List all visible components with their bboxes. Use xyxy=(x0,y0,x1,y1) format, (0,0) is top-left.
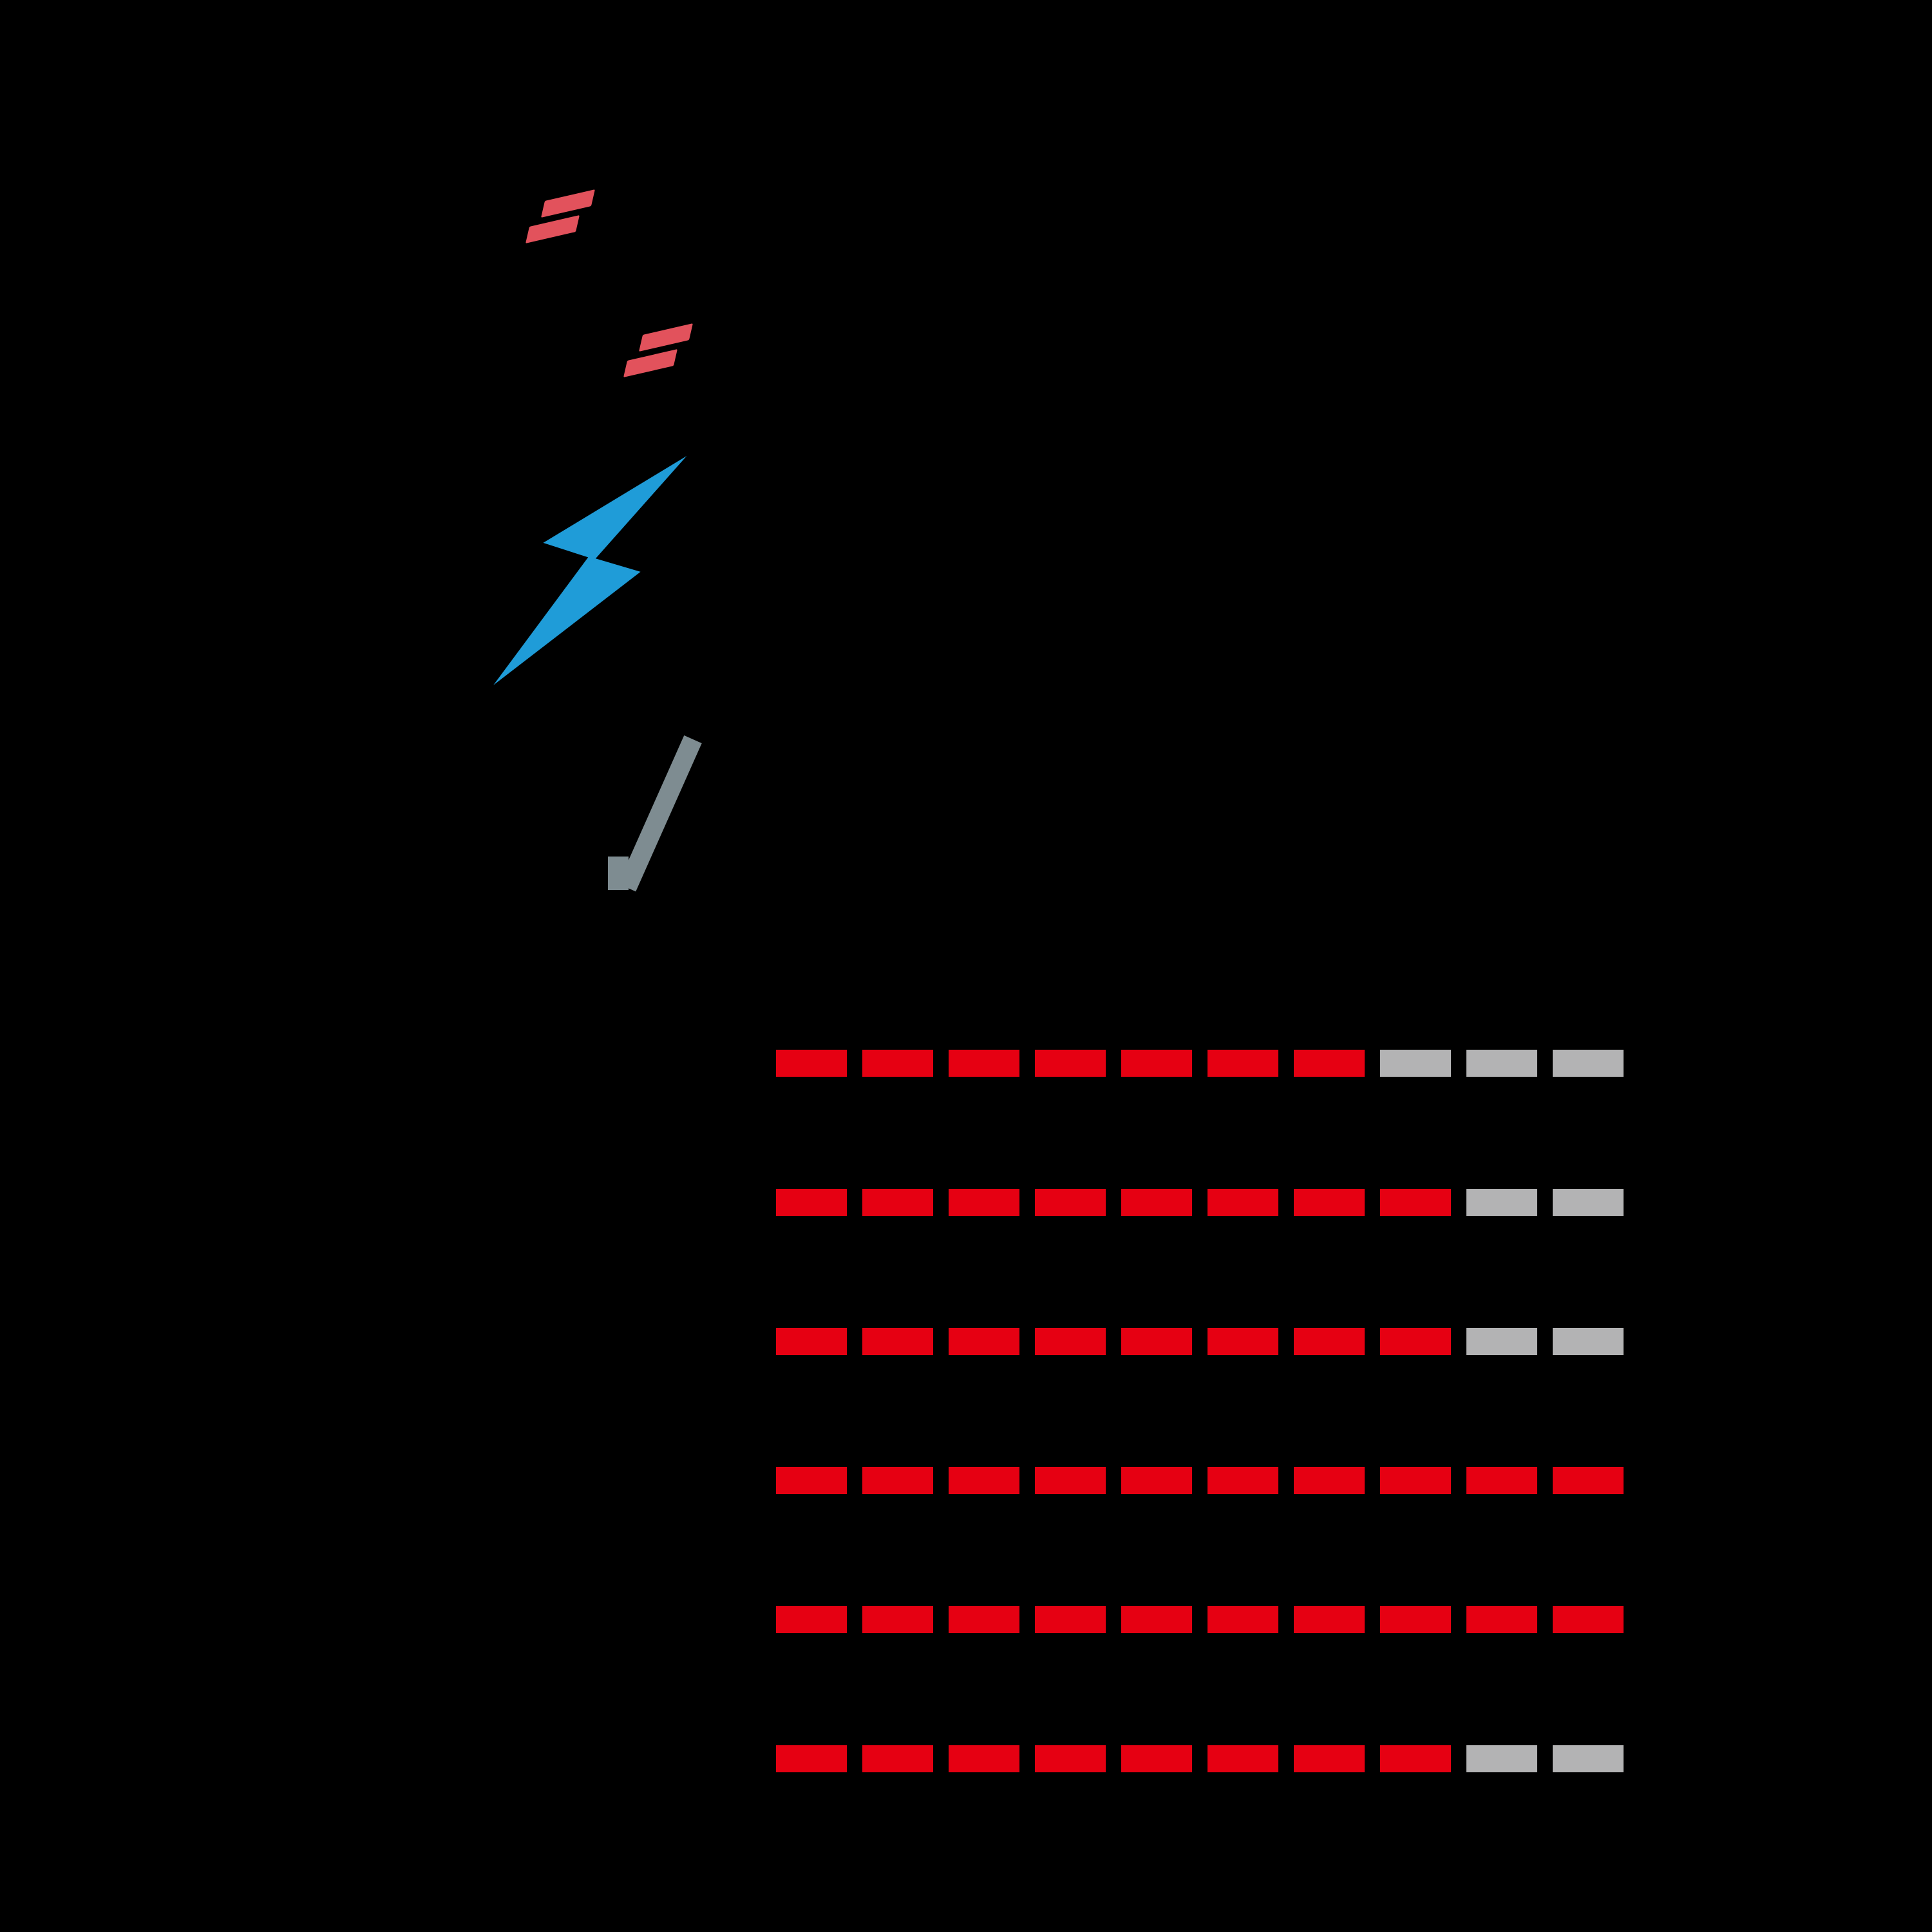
rating-segment-filled xyxy=(1121,1745,1192,1772)
rating-segment-filled xyxy=(1035,1050,1106,1077)
slash-bar xyxy=(618,735,702,892)
rating-segment-filled xyxy=(1553,1467,1624,1494)
speed-dashes-icon-2 xyxy=(623,323,702,381)
rating-segment-filled xyxy=(1294,1745,1365,1772)
rating-segment-empty xyxy=(1553,1050,1624,1077)
rating-segment-filled xyxy=(862,1189,933,1216)
dash-mark xyxy=(526,214,580,244)
rating-segment-filled xyxy=(1380,1328,1451,1355)
rating-segment-filled xyxy=(1208,1745,1278,1772)
rating-segment-filled xyxy=(1035,1467,1106,1494)
rating-segment-filled xyxy=(1035,1328,1106,1355)
speed-dashes-icon-1 xyxy=(526,189,604,247)
slash-icon xyxy=(580,734,721,908)
rating-segment-filled xyxy=(776,1467,847,1494)
rating-segment-filled xyxy=(776,1606,847,1633)
rating-segment-filled xyxy=(1208,1050,1278,1077)
dash-mark xyxy=(623,348,677,378)
rating-segment-filled xyxy=(1294,1467,1365,1494)
rating-segment-filled xyxy=(949,1050,1019,1077)
rating-segment-filled xyxy=(776,1189,847,1216)
dash-mark xyxy=(639,323,693,352)
rating-segment-empty xyxy=(1466,1050,1537,1077)
rating-segment-filled xyxy=(1035,1745,1106,1772)
rating-segment-empty xyxy=(1553,1328,1624,1355)
rating-segment-filled xyxy=(1208,1328,1278,1355)
slash-foot xyxy=(608,857,629,890)
rating-segment-filled xyxy=(1380,1467,1451,1494)
rating-segment-filled xyxy=(1208,1467,1278,1494)
rating-segment-filled xyxy=(1121,1050,1192,1077)
rating-segment-filled xyxy=(1121,1189,1192,1216)
rating-segment-filled xyxy=(862,1467,933,1494)
rating-row xyxy=(776,1745,1624,1772)
rating-segment-filled xyxy=(1380,1189,1451,1216)
rating-segment-filled xyxy=(949,1745,1019,1772)
rating-segment-filled xyxy=(1294,1328,1365,1355)
rating-segment-empty xyxy=(1553,1189,1624,1216)
ratings-chart xyxy=(776,1050,1624,1884)
rating-segment-filled xyxy=(1035,1606,1106,1633)
rating-row xyxy=(776,1189,1624,1216)
rating-segment-filled xyxy=(1380,1606,1451,1633)
rating-segment-filled xyxy=(862,1745,933,1772)
rating-segment-filled xyxy=(949,1467,1019,1494)
rating-segment-filled xyxy=(949,1189,1019,1216)
rating-segment-filled xyxy=(1294,1606,1365,1633)
rating-segment-filled xyxy=(1208,1606,1278,1633)
rating-segment-filled xyxy=(1380,1745,1451,1772)
rating-segment-filled xyxy=(862,1328,933,1355)
rating-segment-filled xyxy=(1553,1606,1624,1633)
rating-segment-filled xyxy=(949,1606,1019,1633)
rating-segment-filled xyxy=(862,1050,933,1077)
rating-row xyxy=(776,1050,1624,1077)
rating-segment-filled xyxy=(776,1328,847,1355)
lightning-svg xyxy=(493,456,687,685)
rating-segment-filled xyxy=(1466,1606,1537,1633)
rating-segment-filled xyxy=(1294,1189,1365,1216)
rating-segment-filled xyxy=(1208,1189,1278,1216)
rating-row xyxy=(776,1467,1624,1494)
rating-segment-filled xyxy=(1121,1606,1192,1633)
rating-segment-filled xyxy=(1121,1328,1192,1355)
rating-row xyxy=(776,1328,1624,1355)
rating-segment-empty xyxy=(1380,1050,1451,1077)
rating-segment-filled xyxy=(1466,1467,1537,1494)
rating-segment-filled xyxy=(949,1328,1019,1355)
rating-row xyxy=(776,1606,1624,1633)
dash-mark xyxy=(541,189,595,218)
rating-segment-empty xyxy=(1553,1745,1624,1772)
rating-segment-filled xyxy=(1294,1050,1365,1077)
rating-segment-filled xyxy=(1121,1467,1192,1494)
rating-segment-empty xyxy=(1466,1745,1537,1772)
lightning-shape xyxy=(493,456,687,685)
rating-segment-empty xyxy=(1466,1328,1537,1355)
lightning-icon xyxy=(493,456,693,685)
rating-segment-filled xyxy=(776,1050,847,1077)
rating-segment-filled xyxy=(776,1745,847,1772)
rating-segment-filled xyxy=(1035,1189,1106,1216)
rating-segment-empty xyxy=(1466,1189,1537,1216)
rating-segment-filled xyxy=(862,1606,933,1633)
